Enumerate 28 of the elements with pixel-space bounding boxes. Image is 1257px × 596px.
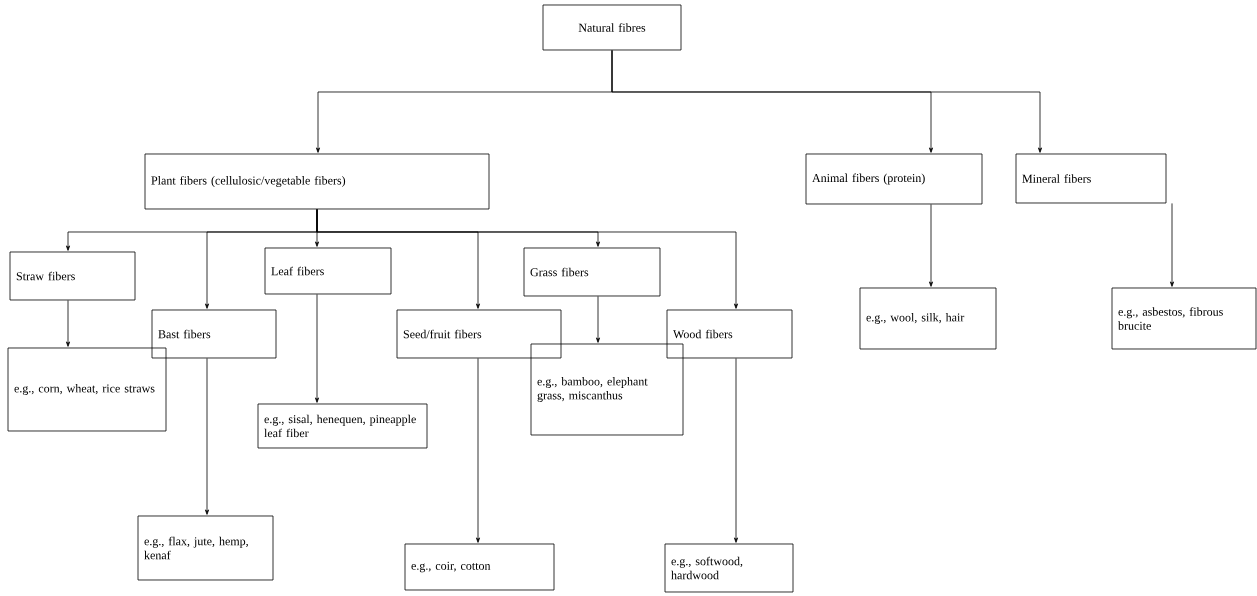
fiber-box: Natural fibres — [542, 4, 682, 51]
arrow — [929, 204, 933, 287]
fiber-box: Bast fibers — [151, 309, 277, 359]
arrow — [611, 50, 1042, 153]
fiber-box: e.g., asbestos, fibrous brucite — [1111, 287, 1257, 350]
arrow — [734, 358, 738, 543]
fiber-box: Grass fibers — [523, 247, 661, 297]
arrow — [476, 358, 480, 543]
fiber-box: e.g., corn, wheat, rice straws — [7, 347, 167, 432]
fiber-box: e.g., coir, cotton — [404, 543, 555, 591]
fiber-box: Animal fibers (protein) — [805, 153, 983, 205]
arrow — [596, 296, 600, 343]
fiber-box: e.g., softwood, hardwood — [664, 543, 794, 593]
fiber-box: e.g., wool, silk, hair — [859, 287, 997, 350]
arrow — [1170, 203, 1174, 287]
fiber-box: Leaf fibers — [264, 247, 392, 295]
arrow — [316, 209, 738, 309]
fiber-box: e.g., sisal, henequen, pineapple leaf fiber — [257, 403, 428, 449]
fiber-box: Seed/fruit fibers — [396, 309, 562, 359]
fiber-box: e.g., bamboo, elephant grass, miscanthus — [530, 343, 684, 436]
fiber-box: e.g., flax, jute, hemp, kenaf — [137, 515, 274, 581]
fiber-box: Wood fibers — [666, 309, 793, 359]
arrow — [315, 294, 319, 403]
fiber-box: Straw fibers — [9, 251, 136, 301]
arrow — [66, 300, 71, 347]
fiber-box: Plant fibers (cellulosic/vegetable fibers) — [144, 153, 490, 210]
arrow — [205, 358, 210, 515]
fiber-box: Mineral fibers — [1015, 153, 1167, 204]
